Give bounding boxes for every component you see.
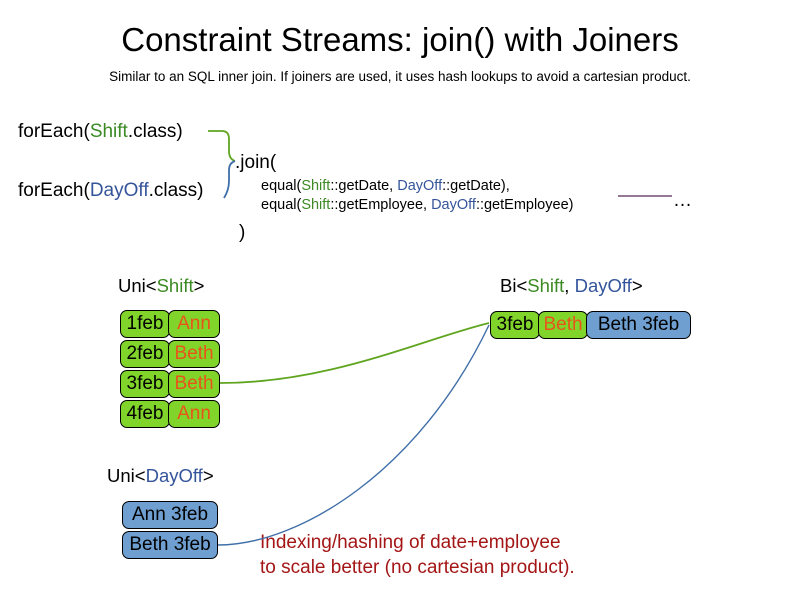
bi-shift-employee-text: Beth <box>543 314 583 335</box>
code-join-open: .join( <box>235 152 277 173</box>
bi-shift-employee-cell: Beth <box>538 311 588 339</box>
joiner2-right-method: ::getEmployee) <box>475 197 574 213</box>
dayoff-pair-cell: Ann 3feb <box>122 501 218 529</box>
shift-date-text: 3feb <box>126 373 164 394</box>
connector-shift-to-bi-line <box>219 322 490 384</box>
page-subtitle: Similar to an SQL inner join. If joiners… <box>109 69 691 84</box>
annotation-line-2: to scale better (no cartesian product). <box>260 557 575 578</box>
bi-label-suffix: > <box>631 275 643 296</box>
shift-fact-row-matched: 3feb Beth <box>120 370 220 398</box>
shift-date-text: 4feb <box>126 403 164 424</box>
shift-employee-text: Ann <box>177 403 211 424</box>
uni-dayoff-label-suffix: > <box>202 465 214 486</box>
uni-shift-label-suffix: > <box>193 275 205 296</box>
dayoff-fact-row: Ann 3feb <box>122 501 218 529</box>
uni-dayoff-label: Uni<DayOff> <box>107 465 214 487</box>
joiner1-right-method: ::getDate), <box>442 178 510 194</box>
code-joiner-equal-employee: equal(Shift::getEmployee, DayOff::getEmp… <box>261 196 573 214</box>
bi-label-type-shift: Shift <box>527 275 565 296</box>
joiner2-prefix: equal( <box>261 197 302 213</box>
shift-date-text: 2feb <box>126 343 164 364</box>
joiner2-left-method: ::getEmployee, <box>330 197 432 213</box>
continuation-ellipsis: … <box>673 190 692 211</box>
bi-label-separator: , <box>564 275 575 296</box>
bi-tuple-row: 3feb Beth Beth 3feb <box>490 311 691 339</box>
shift-date-cell: 4feb <box>120 400 170 428</box>
joiner2-left-type: Shift <box>301 197 331 213</box>
shift-date-cell: 3feb <box>120 370 170 398</box>
uni-dayoff-label-type: DayOff <box>145 465 203 486</box>
foreach-dayoff-prefix: forEach( <box>18 180 90 201</box>
page-title: Constraint Streams: join() with Joiners <box>121 21 679 58</box>
foreach-dayoff-type: DayOff <box>89 180 149 201</box>
foreach-shift-type: Shift <box>89 121 128 142</box>
uni-shift-label: Uni<Shift> <box>118 275 204 297</box>
code-join-close: ) <box>239 222 246 243</box>
bi-dayoff-pair-text: Beth 3feb <box>597 314 680 335</box>
joiner2-right-type: DayOff <box>431 197 476 213</box>
connector-dayoff-to-bi-line <box>217 324 490 546</box>
brace-dayoff-to-join-line <box>223 160 236 199</box>
joiner1-right-type: DayOff <box>397 178 443 194</box>
annotation-line-1: Indexing/hashing of date+employee <box>260 532 561 553</box>
bi-label-prefix: Bi< <box>500 275 528 296</box>
joiner1-left-method: ::getDate, <box>330 178 398 194</box>
dayoff-pair-text: Ann 3feb <box>131 504 209 525</box>
shift-date-cell: 1feb <box>120 310 170 338</box>
bi-dayoff-pair-cell: Beth 3feb <box>586 311 691 339</box>
dayoff-pair-text: Beth 3feb <box>129 534 211 555</box>
uni-shift-label-type: Shift <box>156 275 194 296</box>
shift-fact-row: 1feb Ann <box>120 310 220 338</box>
shift-employee-cell: Ann <box>168 400 220 428</box>
shift-date-cell: 2feb <box>120 340 170 368</box>
shift-employee-text: Beth <box>174 343 214 364</box>
joiner1-prefix: equal( <box>261 178 302 194</box>
dayoff-fact-row-matched: Beth 3feb <box>122 531 218 559</box>
shift-fact-row: 2feb Beth <box>120 340 220 368</box>
bi-label-type-dayoff: DayOff <box>574 275 632 296</box>
bi-shift-date-cell: 3feb <box>490 311 540 339</box>
bi-shift-date-text: 3feb <box>496 314 534 335</box>
uni-dayoff-label-prefix: Uni< <box>107 465 146 486</box>
code-joiner-equal-date: equal(Shift::getDate, DayOff::getDate), <box>261 177 510 195</box>
shift-employee-cell: Beth <box>168 340 220 368</box>
shift-employee-cell: Beth <box>168 370 220 398</box>
joiner1-left-type: Shift <box>301 178 331 194</box>
foreach-dayoff-suffix: .class) <box>148 180 204 201</box>
shift-fact-row: 4feb Ann <box>120 400 220 428</box>
brace-shift-to-join-line <box>208 130 236 162</box>
shift-employee-text: Beth <box>174 373 214 394</box>
dayoff-pair-cell: Beth 3feb <box>122 531 218 559</box>
foreach-shift-prefix: forEach( <box>18 121 90 142</box>
code-foreach-shift: forEach(Shift.class) <box>18 121 183 143</box>
foreach-shift-suffix: .class) <box>127 121 183 142</box>
annotation-note: Indexing/hashing of date+employee to sca… <box>260 530 575 580</box>
shift-employee-cell: Ann <box>168 310 220 338</box>
shift-employee-text: Ann <box>177 313 211 334</box>
code-foreach-dayoff: forEach(DayOff.class) <box>18 180 204 202</box>
uni-shift-label-prefix: Uni< <box>118 275 157 296</box>
shift-date-text: 1feb <box>126 313 164 334</box>
bi-join-label: Bi<Shift, DayOff> <box>500 275 643 297</box>
